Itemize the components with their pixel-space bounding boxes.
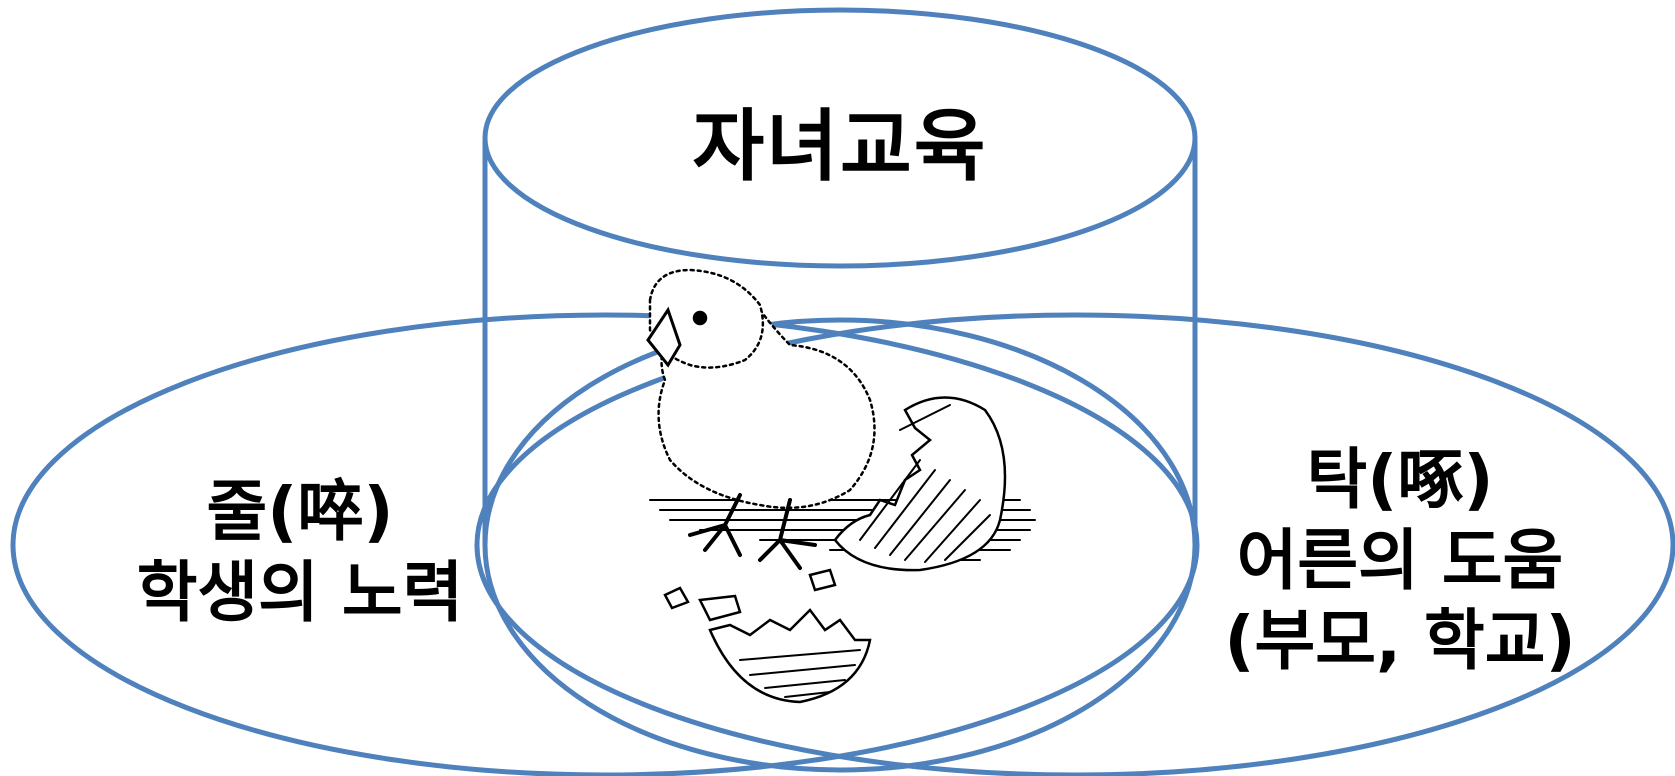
left-label-line1: 줄(啐): [206, 473, 394, 550]
right-label-line2: 어른의 도움: [1236, 521, 1564, 599]
shell-fragment: [663, 586, 690, 610]
left-label-line2: 학생의 노력: [136, 553, 464, 631]
cylinder-top-ellipse: [482, 7, 1198, 269]
large-eggshell: [833, 396, 1007, 572]
chick-beak: [646, 306, 682, 368]
right-ellipse-label: 탁(啄) 어른의 도움 (부모, 학교): [1200, 440, 1600, 682]
child-education-title: 자녀교육: [692, 102, 988, 192]
right-adult-ellipse: [474, 312, 1675, 776]
chick-eye: [692, 310, 708, 326]
left-ellipse-label: 줄(啐) 학생의 노력: [110, 472, 490, 633]
shell-fragment: [808, 568, 837, 592]
cylinder-bottom-ellipse: [482, 317, 1198, 773]
cylinder-top-label: 자녀교육: [650, 100, 1030, 195]
right-label-line3: (부모, 학교): [1224, 602, 1576, 680]
right-label-line1: 탁(啄): [1306, 441, 1494, 518]
chick-legs: [688, 493, 817, 570]
shell-fragment: [698, 594, 742, 622]
small-eggshell-hatching: [739, 649, 861, 698]
eggshell-hatching: [859, 404, 991, 563]
hatching-chick-icon: [646, 268, 1036, 704]
